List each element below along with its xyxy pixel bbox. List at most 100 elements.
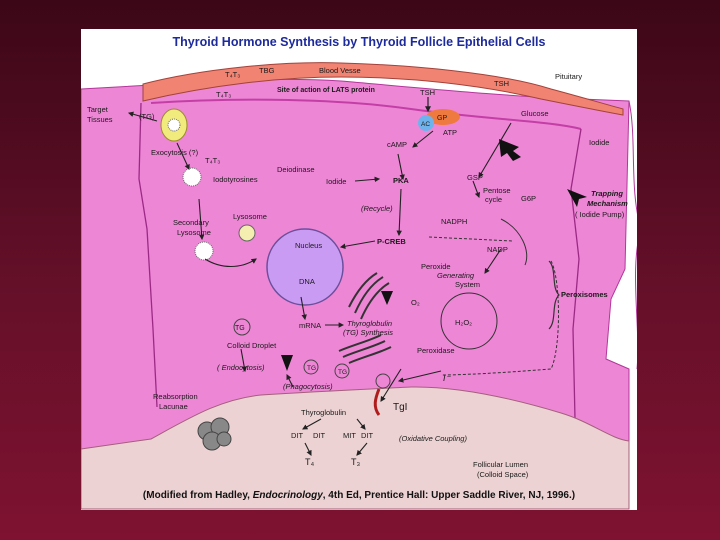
label-thyroglobulin-syn-1: Thyroglobulin [347,319,392,328]
label-trapping-2: Mechanism [587,199,628,208]
label-dit-2: DIT [313,431,326,440]
label-tg-left: (TG) [139,112,155,121]
label-t4t3-top: T₄T₃ [225,70,240,79]
label-nadp: NADP [487,245,508,254]
label-oxidative: (Oxidative Coupling) [399,434,467,443]
label-lumen-2: (Colloid Space) [477,470,529,479]
label-tg-i: TgI [393,402,407,413]
arrow-pka-pcreb [396,188,402,237]
follicular-lumen [81,386,630,510]
arrow-thyroglobulin-mit [356,418,366,430]
label-t4-bottom: T₄ [305,457,314,467]
label-recycle: (Recycle) [361,204,393,213]
dashed-iodide-path [440,260,559,376]
colloid-droplet-tg [233,318,251,336]
label-phagocytosis: (Phagocytosis) [283,382,333,391]
label-endocytosis: ( Endocytosis) [217,363,265,372]
arrow-glucose [478,122,512,178]
label-h2o2: H₂O₂ [455,318,472,327]
label-reabsorption-2: Lacunae [159,402,188,411]
arrow-iodide-recycle [354,176,381,183]
peroxide-cycle [440,292,498,350]
blood-vessel [142,62,624,116]
tg-vesicle-2 [334,363,350,379]
label-dit-3: DIT [361,431,374,440]
label-target-1: Target [87,105,109,114]
arrow-endocytosis [240,348,247,373]
secondary-lysosome-droplet [194,241,214,261]
peroxidase-red-mark [373,388,381,416]
label-nadph: NADPH [441,217,467,226]
arrow-gsp-pentose [472,180,481,199]
label-tg-small-1: TG [307,365,316,372]
label-atp: ATP [443,128,457,137]
label-pentose-2: cycle [485,195,502,204]
gp-receptor [426,109,460,125]
arrow-mit-t3 [356,442,368,456]
label-blood-vessel: Blood Vesse [319,66,361,75]
apical-membrane [150,98,582,130]
golgi-apparatus [338,272,392,364]
ac-receptor [418,115,434,131]
label-target-2: Tissues [87,115,113,124]
thyroid-diagram: Blood Vesse TBG T₄T₃ T₄T₃ TSH Pituitary … [81,62,637,510]
label-reabsorption-1: Reabsorption [153,392,198,401]
label-camp: cAMP [387,140,407,149]
label-exocytosis: Exocytosis (?) [151,148,199,157]
nadph-loop [500,218,528,266]
arrow-dit-t4 [304,442,312,456]
label-ac: AC [421,121,430,128]
label-g6p: G6P [521,194,536,203]
label-pcreb: P-CREB [377,237,406,246]
label-peroxidase: Peroxidase [417,346,455,355]
arrow-lysosome-up [204,258,257,268]
arrow-pcreb-nucleus [339,240,376,249]
label-tsh-right: TSH [494,79,509,88]
label-pka: PKA [393,176,409,185]
label-tg-small-2: TG [338,369,347,376]
label-trapping-1: Trapping [591,189,623,198]
arrow-iodide-lumen [397,370,442,383]
label-iodide-top: Iodide [589,138,609,147]
label-lysosome: Lysosome [233,212,267,221]
label-lumen-1: Follicular Lumen [473,460,528,469]
label-tbg-top: TBG [259,66,275,75]
arrow-camp-pka [397,153,405,181]
label-gsp: GSP [467,173,483,182]
tg-vesicle-1 [303,359,319,375]
label-t4t3-left: T₄T₃ [205,156,220,165]
arrow-tg-lumen [380,368,402,402]
arrow-phagocytosis [286,374,294,388]
label-nucleus: Nucleus [295,241,322,250]
caption-suffix: , 4th Ed, Prentice Hall: Upper Saddle Ri… [322,490,576,501]
label-mrna: mRNA [299,321,321,330]
diagram-title: Thyroid Hormone Synthesis by Thyroid Fol… [172,35,546,49]
label-iodide-i: I⁻ [443,373,452,383]
arrow-t4t3-target [127,111,158,122]
dashed-nadp-path [428,236,514,242]
label-secondary-1: Secondary [173,218,209,227]
black-arrow-endocytosis [281,355,293,371]
label-pituitary: Pituitary [555,72,582,81]
label-deiodinase: Deiodinase [277,165,315,174]
black-arrow-trapping [567,189,587,207]
label-site-lats: Site of action of LATS protein [277,87,375,94]
label-dna: DNA [299,277,315,286]
arrow-thyroglobulin-dit [302,418,322,430]
peroxisome-brace [548,260,560,330]
tg-granule [167,118,181,132]
label-iodide-mid: Iodide [326,177,346,186]
label-peroxisomes: Peroxisomes [561,290,608,299]
label-colloid-droplet: Colloid Droplet [227,341,277,350]
label-peroxide-2: Generating [437,271,475,280]
label-iodotyrosines: Iodotyrosines [213,175,258,184]
nucleus [266,228,344,306]
diagram-panel: Blood Vesse TBG T₄T₃ T₄T₃ TSH Pituitary … [81,29,637,510]
cell-border-right [628,100,637,369]
label-pentose-1: Pentose [483,186,511,195]
arrow-tg-exocytosis [176,142,190,170]
label-tg-mid: TG [235,325,245,332]
peroxidase-enzyme [375,373,391,389]
lysosome-droplet [238,224,256,242]
label-t3-bottom: T₃ [351,457,360,467]
